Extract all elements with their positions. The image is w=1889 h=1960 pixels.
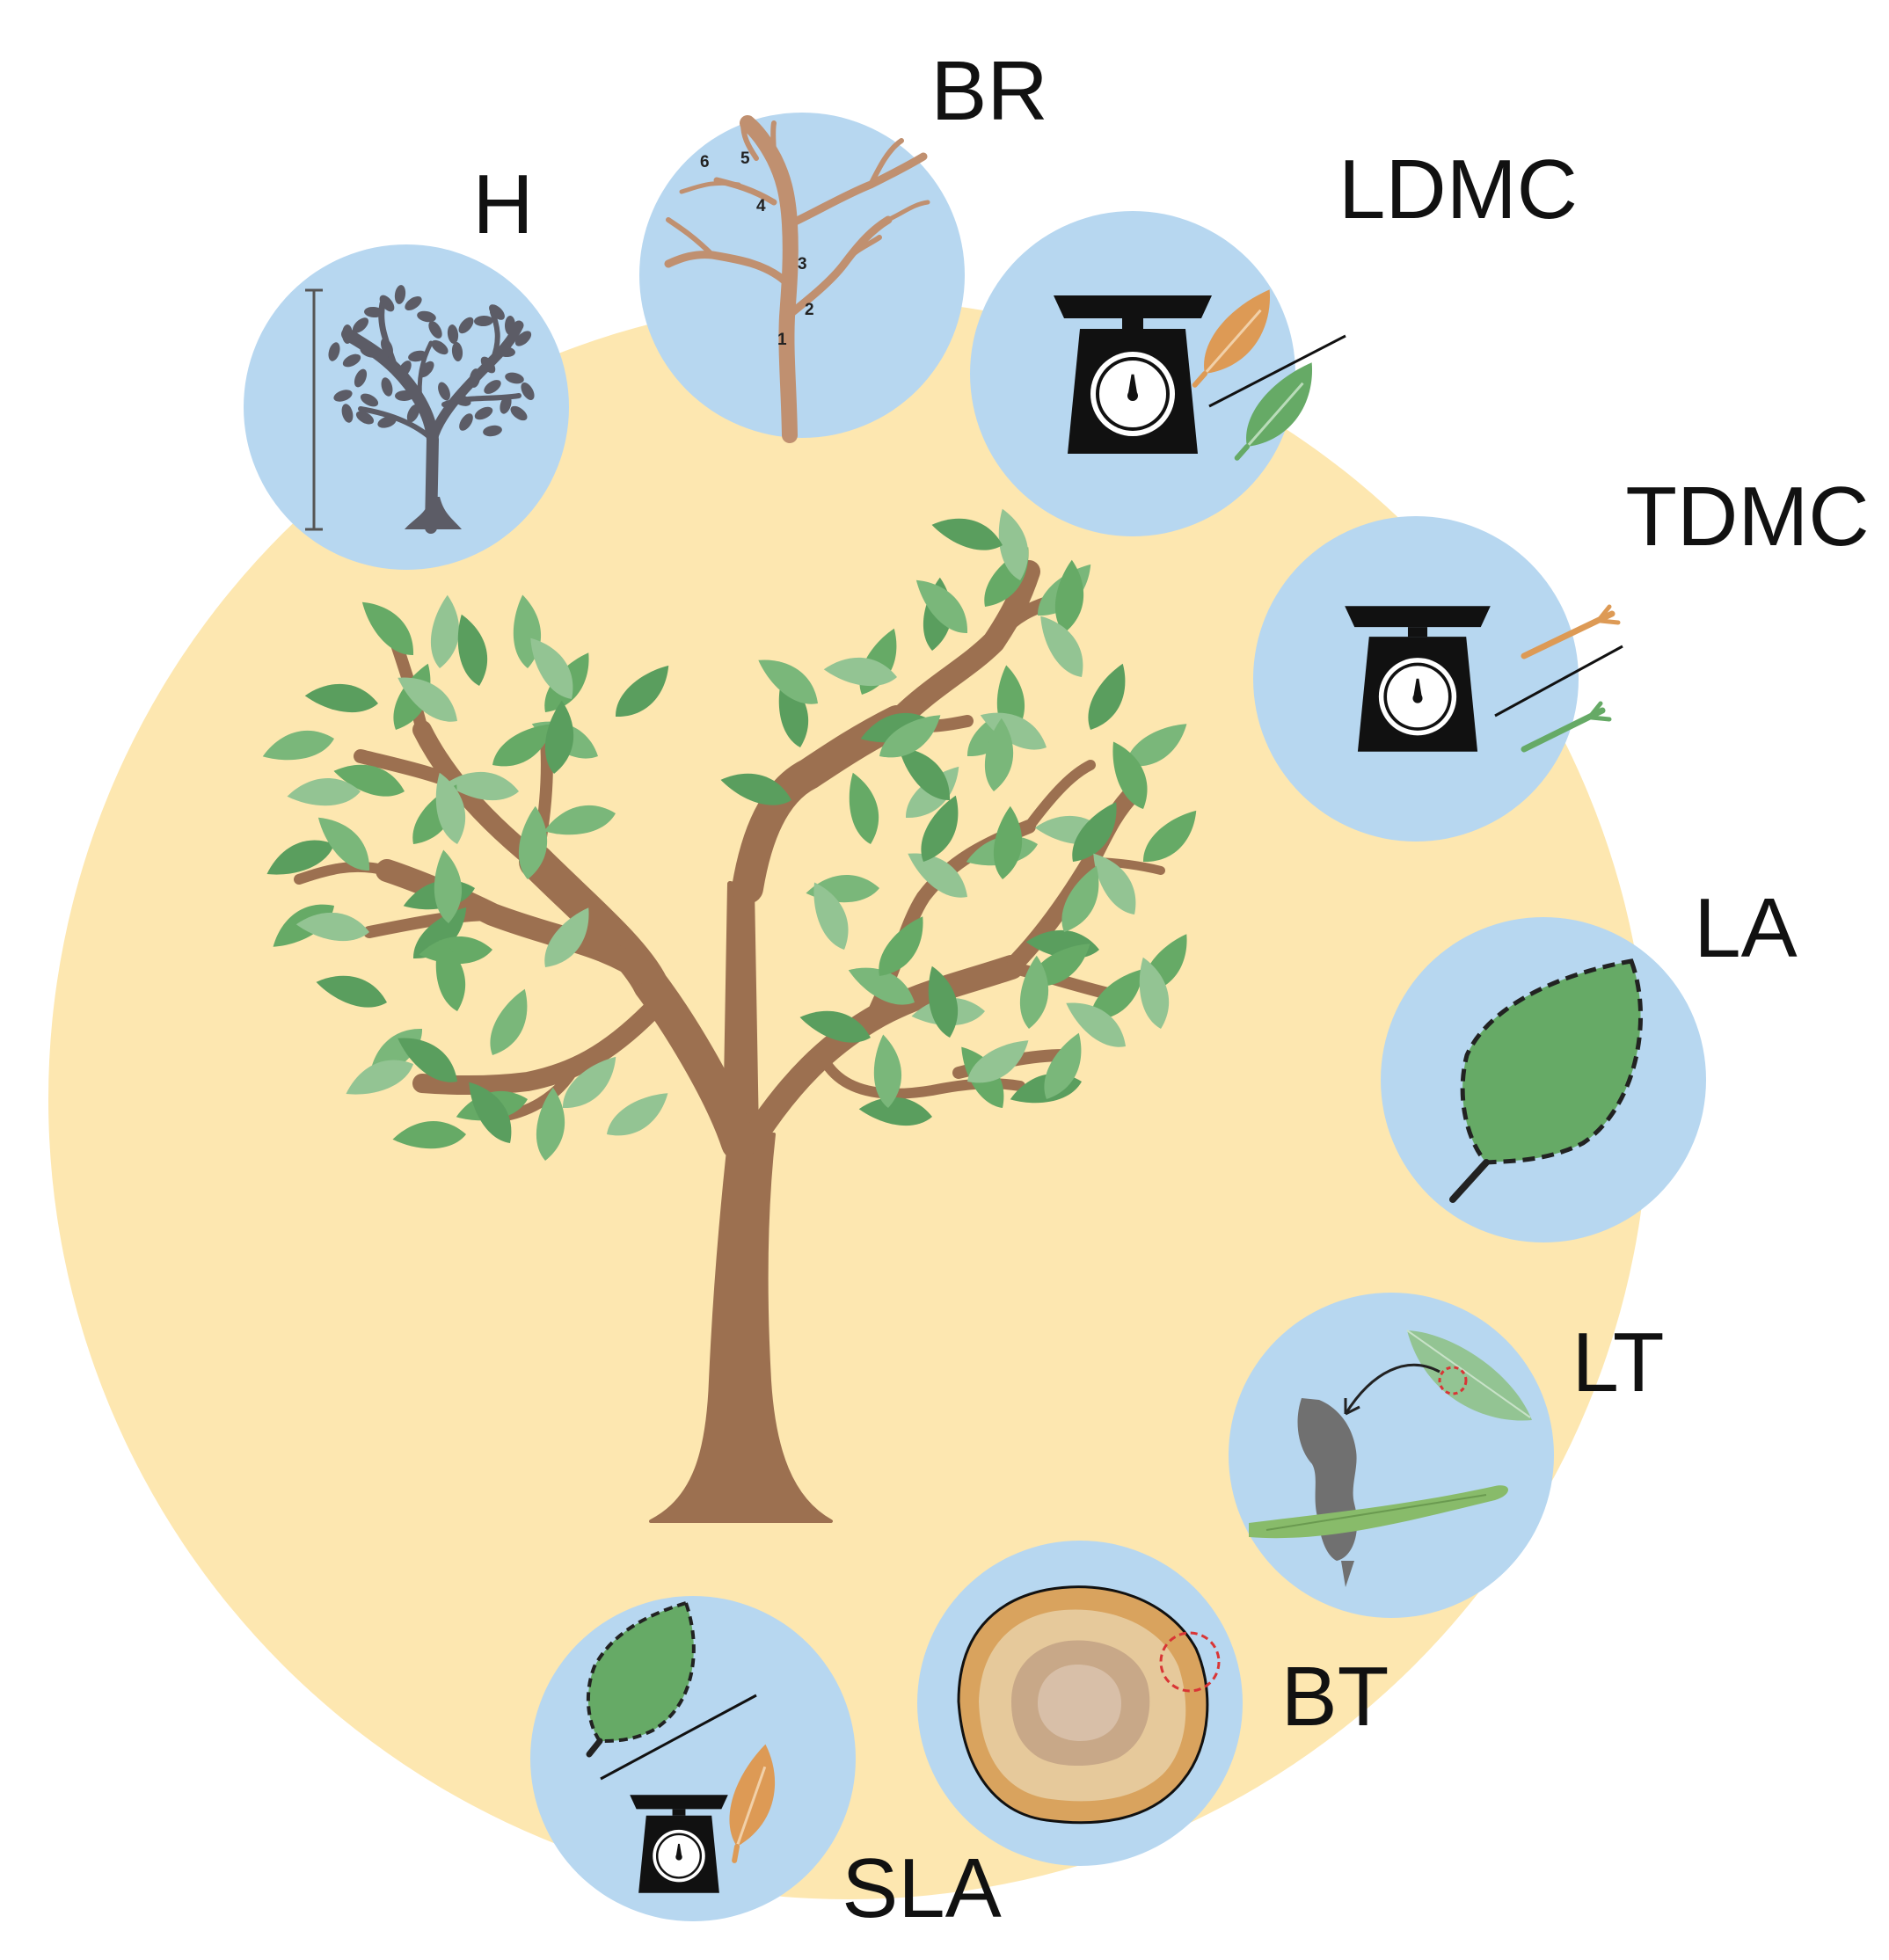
branch-orders-icon <box>664 115 930 443</box>
bark-sample-circle-icon <box>1159 1631 1221 1693</box>
fresh-leaf-icon <box>1234 362 1312 461</box>
branch-number-4: 4 <box>756 197 766 215</box>
silhouette-leaf <box>480 356 496 374</box>
silhouette-leaf <box>505 372 524 384</box>
branch-number-5: 5 <box>740 149 750 168</box>
fraction-line <box>1208 334 1346 408</box>
dry-leaf-icon <box>729 1744 775 1863</box>
trait-label-lt: LT <box>1572 1315 1665 1410</box>
dry-twig-icon <box>1521 604 1621 659</box>
silhouette-leaf <box>474 315 493 327</box>
silhouette-leaf <box>483 425 502 437</box>
fraction-line <box>600 1694 757 1781</box>
silhouette-leaf <box>355 411 375 425</box>
silhouette-leaf <box>496 346 515 358</box>
arrow-icon <box>1344 1363 1440 1416</box>
silhouette-leaf <box>469 368 481 388</box>
silhouette-leaf <box>452 394 471 406</box>
silhouette-leaf <box>328 342 340 361</box>
silhouette-leaf <box>510 405 528 421</box>
trait-label-la: LA <box>1694 881 1797 975</box>
trait-tdmc-badge: TDMC <box>1253 470 1870 842</box>
dry-leaf-icon <box>1192 289 1270 388</box>
silhouette-leaf <box>489 304 505 320</box>
trait-label-tdmc: TDMC <box>1625 470 1869 564</box>
trait-label-bt: BT <box>1281 1650 1389 1744</box>
branch-number-6: 6 <box>700 153 710 171</box>
silhouette-leaf <box>397 361 412 378</box>
trait-label-ldmc: LDMC <box>1338 142 1578 237</box>
leaf-outline-icon <box>586 1600 696 1758</box>
tree-silhouette-icon <box>328 285 535 534</box>
silhouette-leaf <box>521 383 535 400</box>
trait-lt-badge: LT <box>1229 1293 1664 1618</box>
trait-sla-badge: SLA <box>530 1596 1002 1935</box>
trait-h-badge: H <box>244 157 569 570</box>
badge-circle <box>639 113 965 438</box>
silhouette-leaf <box>364 306 383 318</box>
silhouette-leaf <box>342 324 353 344</box>
silhouette-leaf <box>438 382 450 401</box>
silhouette-leaf <box>504 316 516 335</box>
silhouette-leaf <box>381 377 393 397</box>
branch-number-1: 1 <box>777 331 787 349</box>
silhouette-leaf <box>417 310 436 323</box>
silhouette-leaf <box>342 353 361 368</box>
silhouette-leaf <box>341 404 354 423</box>
silhouette-leaf <box>419 361 434 378</box>
silhouette-leaf <box>451 342 463 361</box>
fraction-line <box>1494 645 1623 718</box>
silhouette-leaf <box>474 406 493 420</box>
trait-bt-badge: BT <box>917 1541 1389 1866</box>
silhouette-leaf <box>377 416 397 428</box>
silhouette-leaf <box>447 324 459 344</box>
trait-la-badge: LA <box>1381 881 1798 1242</box>
silhouette-leaf <box>360 346 379 358</box>
branch-number-2: 2 <box>805 301 814 319</box>
silhouette-leaf <box>500 395 512 414</box>
silhouette-leaf <box>406 404 420 423</box>
silhouette-leaf <box>484 380 501 394</box>
stem-cross-section-icon <box>957 1585 1221 1825</box>
silhouette-leaf <box>333 390 353 402</box>
central-tree-icon <box>262 499 1208 1523</box>
silhouette-leaf <box>459 413 473 431</box>
fresh-twig-icon <box>1521 701 1612 753</box>
silhouette-leaf <box>395 390 414 402</box>
trait-label-br: BR <box>930 44 1047 138</box>
silhouette-leaf <box>379 295 395 312</box>
branch-number-3: 3 <box>798 255 807 273</box>
trait-label-sla: SLA <box>842 1841 1001 1935</box>
silhouette-leaf <box>514 331 532 346</box>
sample-circle-icon <box>1438 1366 1468 1395</box>
silhouette-leaf <box>431 339 449 355</box>
trait-br-badge: 1 2 3 4 5 6 BR <box>639 44 1048 443</box>
badge-circle <box>244 244 569 570</box>
silhouette-leaf <box>458 317 474 334</box>
height-bar-icon <box>305 288 323 531</box>
silhouette-leaf <box>428 321 442 339</box>
silhouette-leaf <box>354 368 368 388</box>
silhouette-leaves <box>328 285 535 437</box>
silhouette-leaf <box>408 350 427 362</box>
trait-ldmc-badge: LDMC <box>970 142 1578 536</box>
silhouette-leaf <box>352 317 369 333</box>
badge-circle <box>1229 1293 1554 1618</box>
silhouette-leaf <box>394 285 406 304</box>
leaf-outline-icon <box>1449 958 1643 1203</box>
silhouette-leaf <box>381 338 393 357</box>
trait-label-h: H <box>472 157 533 251</box>
silhouette-leaf <box>360 393 379 407</box>
leaf-sample-icon <box>1406 1330 1532 1421</box>
micrometer-icon <box>1249 1398 1508 1587</box>
silhouette-leaf <box>405 296 422 310</box>
